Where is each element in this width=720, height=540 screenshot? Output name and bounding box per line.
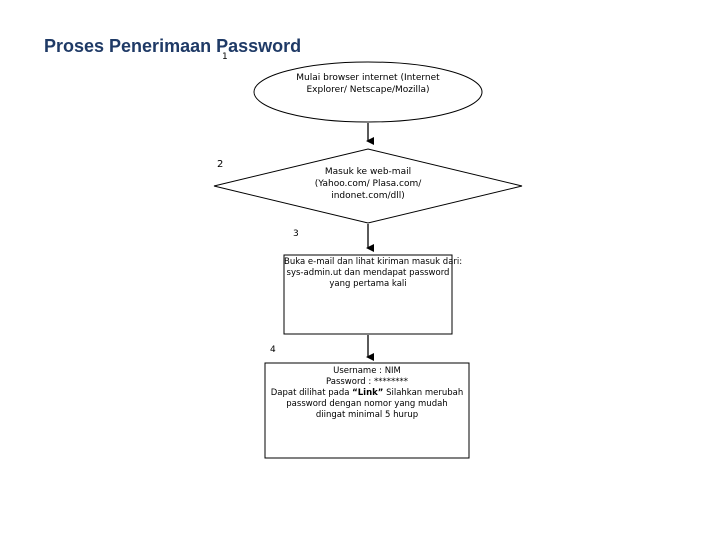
credentials-password: Password : ********	[326, 377, 408, 387]
note-suffix: Silahkan merubah	[386, 388, 464, 398]
start-terminal-label: Mulai browser internet (Internet Explore…	[268, 72, 468, 96]
webmail-decision-shape	[213, 148, 523, 224]
title-index: 1	[222, 52, 228, 62]
note-prefix: Dapat dilihat pada	[270, 388, 350, 398]
start-line-1: Mulai browser internet (Internet	[296, 73, 440, 83]
credentials-process-shape	[264, 362, 470, 459]
credentials-note-line-1: Dapat dilihat pada “Link” Silahkan merub…	[262, 388, 472, 399]
credentials-note-line-2: password dengan nomor yang mudah	[286, 399, 448, 409]
start-line-2: Explorer/ Netscape/Mozilla)	[306, 85, 430, 95]
credentials-username: Username : NIM	[333, 366, 401, 376]
step-number-3: 3	[293, 229, 299, 239]
webmail-line-2: (Yahoo.com/ Plasa.com/	[314, 179, 422, 189]
start-terminal-shape	[253, 61, 483, 123]
open-mail-line-1: Buka e-mail dan lihat kiriman masuk dari…	[284, 257, 463, 267]
webmail-decision-label: Masuk ke web-mail (Yahoo.com/ Plasa.com/…	[288, 166, 448, 202]
open-mail-process-shape	[283, 254, 453, 335]
credentials-process-label: Username : NIM Password : ******** Dapat…	[262, 366, 472, 421]
step-number-2: 2	[217, 159, 224, 170]
diagram-title-text: Proses Penerimaan Password	[44, 36, 302, 56]
open-mail-line-3: yang pertama kali	[329, 279, 407, 289]
credentials-note-line-3: diingat minimal 5 hurup	[315, 410, 419, 420]
open-mail-line-2: sys-admin.ut dan mendapat password	[286, 268, 450, 278]
diagram-title: Proses Penerimaan Password	[44, 36, 301, 57]
webmail-line-1: Masuk ke web-mail	[324, 167, 412, 177]
webmail-line-3: indonet.com/dll)	[331, 191, 405, 201]
step-number-4: 4	[270, 345, 276, 355]
open-mail-process-label: Buka e-mail dan lihat kiriman masuk dari…	[284, 257, 463, 290]
note-link: “Link”	[352, 388, 384, 398]
